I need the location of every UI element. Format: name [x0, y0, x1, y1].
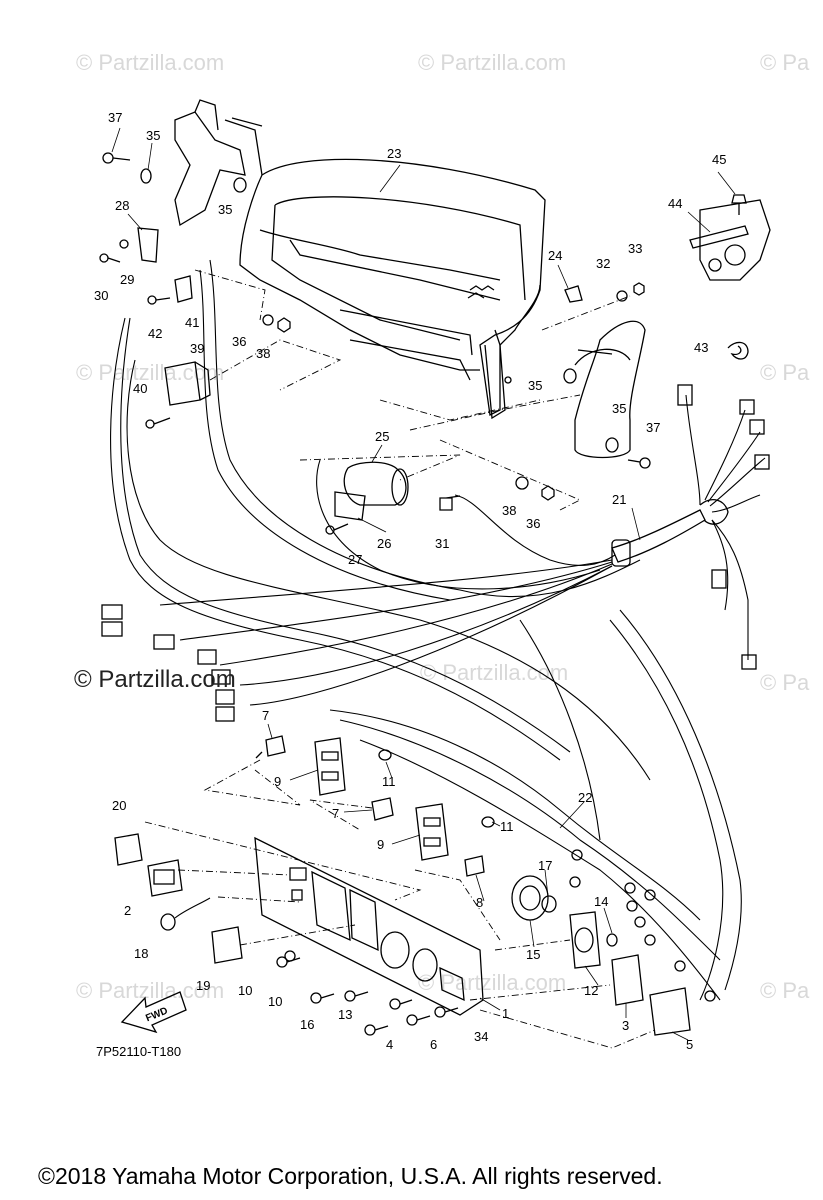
leader-lines — [111, 127, 736, 1041]
right-bracket — [574, 320, 646, 459]
watermark-bottom-left: © Partzilla.com — [76, 978, 225, 1003]
callout-16: 16 — [300, 1017, 314, 1032]
callout-7-upper: 7 — [262, 708, 269, 723]
copyright-notice: ©2018 Yamaha Motor Corporation, U.S.A. A… — [38, 1163, 663, 1189]
engine-detail — [689, 194, 771, 281]
watermark-top-center: © Partzilla.com — [418, 50, 567, 75]
callout-38-lower: 38 — [502, 503, 516, 518]
callout-33: 33 — [628, 241, 642, 256]
wire-harness — [101, 259, 770, 1002]
callout-2: 2 — [124, 903, 131, 918]
watermark-bottom-right: © Pa — [760, 978, 810, 1003]
callout-30: 30 — [94, 288, 108, 303]
callout-36-upper: 36 — [232, 334, 246, 349]
callout-13: 13 — [338, 1007, 352, 1022]
callout-23: 23 — [387, 146, 401, 161]
callout-28: 28 — [115, 198, 129, 213]
callout-9-upper: 9 — [274, 774, 281, 789]
callout-31: 31 — [435, 536, 449, 551]
callout-11-upper: 11 — [382, 774, 396, 789]
watermark-top-right: © Pa — [760, 50, 810, 75]
callout-labels: 37 35 35 28 29 30 42 41 36 38 39 40 23 2… — [94, 110, 726, 1052]
callout-41: 41 — [185, 315, 199, 330]
front-panel — [254, 836, 484, 1016]
fwd-label: FWD — [144, 1006, 169, 1025]
callout-35-top: 35 — [146, 128, 160, 143]
callout-18: 18 — [134, 946, 148, 961]
callout-12: 12 — [584, 983, 598, 998]
callout-1: 1 — [502, 1006, 509, 1021]
callout-11-lower: 11 — [500, 819, 514, 834]
callout-15: 15 — [526, 947, 540, 962]
callout-9-lower: 9 — [377, 837, 384, 852]
callout-44: 44 — [668, 196, 682, 211]
panel-screws — [276, 950, 459, 1036]
callout-22: 22 — [578, 790, 592, 805]
callout-37-top: 37 — [108, 110, 122, 125]
callout-20: 20 — [112, 798, 126, 813]
callout-25: 25 — [375, 429, 389, 444]
callout-6: 6 — [430, 1037, 437, 1052]
callout-24: 24 — [548, 248, 562, 263]
callout-32: 32 — [596, 256, 610, 271]
callout-27: 27 — [348, 552, 362, 567]
callout-8: 8 — [476, 895, 483, 910]
watermark-center: © Partzilla.com — [420, 660, 569, 685]
watermark-mid-right: © Pa — [760, 360, 810, 385]
callout-34: 34 — [474, 1029, 488, 1044]
callout-37-right: 37 — [646, 420, 660, 435]
watermark-right: © Pa — [760, 670, 810, 695]
callout-36-lower: 36 — [526, 516, 540, 531]
callout-39: 39 — [190, 341, 204, 356]
callout-17: 17 — [538, 858, 552, 873]
callout-10-right: 10 — [268, 994, 282, 1009]
callout-38-upper: 38 — [256, 346, 270, 361]
callout-45: 45 — [712, 152, 726, 167]
callout-19: 19 — [196, 978, 210, 993]
hardware-parts — [99, 152, 749, 535]
callout-26: 26 — [377, 536, 391, 551]
callout-40: 40 — [133, 381, 147, 396]
diagram-code: 7P52110-T180 — [96, 1044, 182, 1059]
callout-14: 14 — [594, 894, 608, 909]
assembly-lines — [144, 269, 656, 1049]
callout-35-bracket: 35 — [218, 202, 232, 217]
panel-components — [114, 735, 691, 1036]
callout-3: 3 — [622, 1018, 629, 1033]
callout-35-right-lower: 35 — [612, 401, 626, 416]
watermark-top-left: © Partzilla.com — [76, 50, 225, 75]
callout-42: 42 — [148, 326, 162, 341]
callout-7-lower: 7 — [332, 806, 339, 821]
fwd-arrow: FWD — [120, 991, 187, 1034]
control-box-frame — [239, 158, 546, 420]
callout-5: 5 — [686, 1037, 693, 1052]
left-bracket — [174, 99, 263, 227]
callout-29: 29 — [120, 272, 134, 287]
watermark-main: © Partzilla.com — [74, 666, 236, 693]
callout-10-left: 10 — [238, 983, 252, 998]
callout-43: 43 — [694, 340, 708, 355]
callout-21: 21 — [612, 492, 626, 507]
callout-4: 4 — [386, 1037, 393, 1052]
callout-35-right-upper: 35 — [528, 378, 542, 393]
